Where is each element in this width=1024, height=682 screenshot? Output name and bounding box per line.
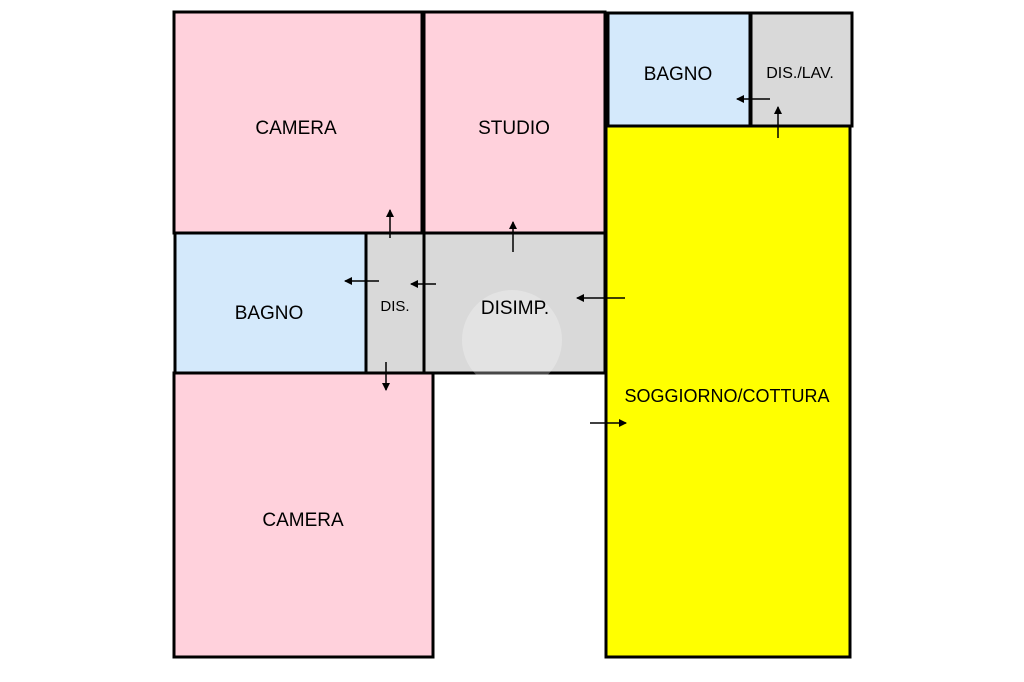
room-dis: DIS. bbox=[364, 231, 426, 375]
room-camera-top-label: CAMERA bbox=[255, 118, 337, 139]
room-disimp-area bbox=[422, 231, 607, 375]
room-dis-area bbox=[364, 231, 426, 375]
room-dis-lav: DIS./LAV. bbox=[749, 11, 854, 128]
room-dis-lav-area bbox=[749, 11, 854, 128]
room-camera-bottom-area bbox=[172, 371, 435, 659]
room-studio: STUDIO bbox=[422, 10, 607, 235]
room-dis-label: DIS. bbox=[380, 298, 409, 315]
room-camera-bottom-label: CAMERA bbox=[262, 510, 344, 531]
room-soggiorno-area bbox=[604, 124, 852, 659]
room-soggiorno-cottura: SOGGIORNO/COTTURA bbox=[604, 124, 852, 659]
room-bagno-left: BAGNO bbox=[173, 231, 368, 375]
room-bagno-left-label: BAGNO bbox=[235, 303, 304, 324]
room-studio-area bbox=[422, 10, 607, 235]
door-arrows bbox=[344, 95, 782, 427]
room-dis-lav-label: DIS./LAV. bbox=[766, 65, 834, 82]
room-camera-top-area bbox=[172, 10, 424, 235]
room-studio-label: STUDIO bbox=[478, 118, 550, 139]
room-bagno-top-label: BAGNO bbox=[644, 64, 713, 85]
room-bagno-top: BAGNO bbox=[606, 11, 752, 128]
room-disimp: DISIMP. bbox=[422, 231, 607, 390]
room-camera-bottom: CAMERA bbox=[172, 371, 435, 659]
watermark-circle bbox=[462, 290, 562, 390]
room-soggiorno-label: SOGGIORNO/COTTURA bbox=[624, 386, 829, 406]
room-camera-top: CAMERA bbox=[172, 10, 424, 235]
room-disimp-label: DISIMP. bbox=[481, 298, 549, 319]
